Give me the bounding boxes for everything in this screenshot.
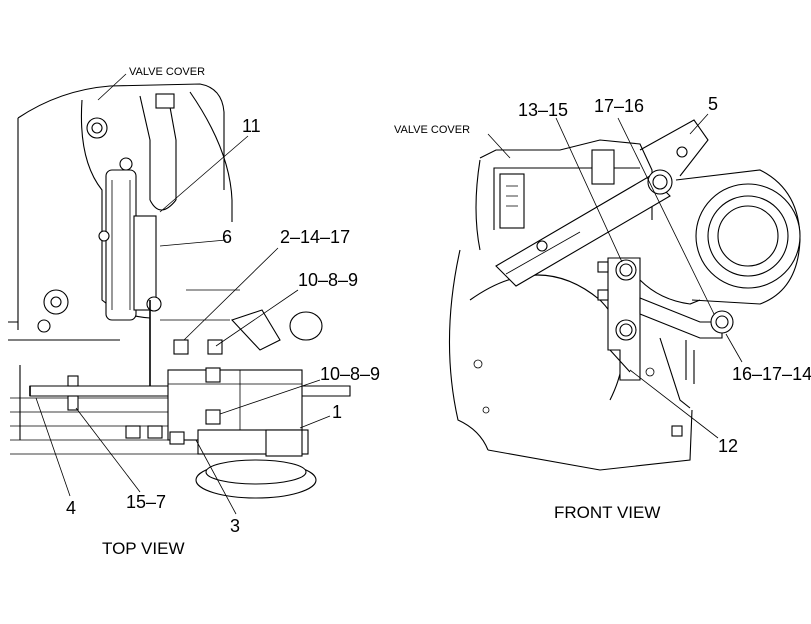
front-valve-cover-label: VALVE COVER <box>394 124 470 136</box>
callout-1: 1 <box>332 402 342 422</box>
callout-4: 4 <box>66 498 76 518</box>
callout-2-14-17: 2–14–17 <box>280 227 350 247</box>
front-view-drawing <box>448 119 801 471</box>
callout-10-8-9-lower: 10–8–9 <box>320 364 380 384</box>
top-view-drawing <box>8 83 351 499</box>
callout-6: 6 <box>222 227 232 247</box>
callout-5: 5 <box>708 94 718 114</box>
callout-17-16: 17–16 <box>594 96 644 116</box>
callout-11: 11 <box>242 116 261 136</box>
front-view-leaders <box>487 113 743 439</box>
front-view-title: FRONT VIEW <box>554 503 660 522</box>
callout-13-15: 13–15 <box>518 100 568 120</box>
callout-16-17-14: 16–17–14 <box>732 364 811 384</box>
callout-3: 3 <box>230 516 240 536</box>
top-valve-cover-label: VALVE COVER <box>129 66 205 78</box>
top-view-title: TOP VIEW <box>102 539 185 558</box>
top-view-leaders <box>35 73 331 515</box>
callout-15-7: 15–7 <box>126 492 166 512</box>
callout-10-8-9-upper: 10–8–9 <box>298 270 358 290</box>
callout-12: 12 <box>718 436 738 456</box>
